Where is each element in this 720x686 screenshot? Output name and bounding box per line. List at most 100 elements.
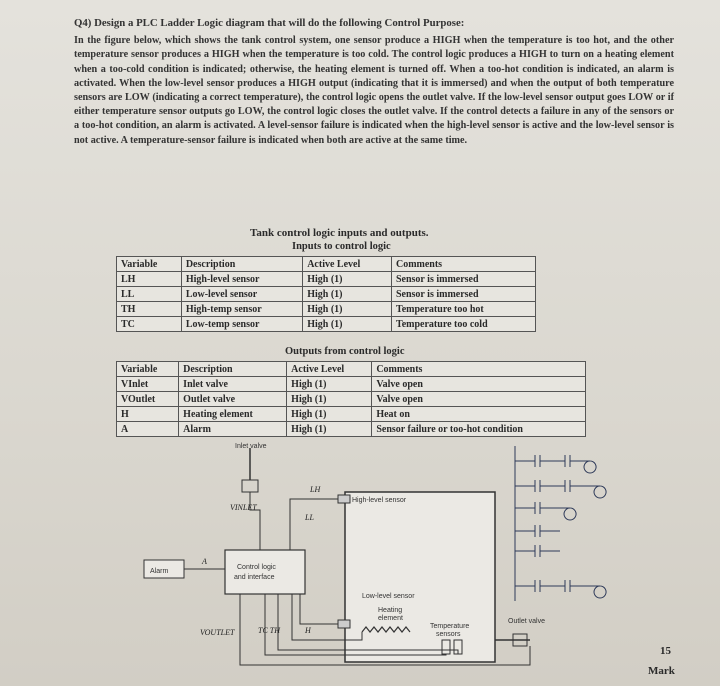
table-row: TC Low-temp sensor High (1) Temperature …	[116, 316, 537, 332]
comment-cell: Valve open	[371, 391, 586, 407]
comment-cell: Valve open	[371, 376, 586, 392]
outlet-valve-icon	[512, 633, 528, 647]
high-level-sensor-icon	[337, 494, 351, 504]
variable-cell: LL	[116, 286, 182, 302]
vinlet-wire	[249, 492, 261, 550]
comment-cell: Sensor failure or too-hot condition	[371, 421, 586, 437]
tank-system-diagram: Inlet valve High-level sensor LH Low-lev…	[143, 443, 545, 666]
description-cell: Low-temp sensor	[180, 316, 304, 332]
description-cell: Alarm	[178, 421, 288, 437]
temperature-sensors-label-2: sensors	[436, 631, 461, 638]
table-caption: Tank control logic inputs and outputs.	[250, 227, 429, 239]
inputs-title: Inputs to control logic	[292, 241, 391, 252]
vinlet-label: VINLET	[230, 503, 257, 512]
outputs-title: Outputs from control logic	[285, 346, 405, 357]
description-cell: Inlet valve	[178, 376, 288, 392]
lh-signal-label: LH	[309, 485, 321, 494]
variable-cell: TH	[116, 301, 182, 317]
outlet-valve-label: Outlet valve	[508, 618, 545, 625]
variable-cell: A	[115, 421, 180, 437]
temperature-sensors-label-1: Temperature	[430, 623, 469, 630]
variable-cell: H	[115, 406, 180, 422]
header-cell: Comments	[371, 361, 586, 377]
tank	[344, 491, 496, 663]
level-cell: High (1)	[286, 421, 373, 437]
level-cell: High (1)	[302, 286, 392, 302]
description-cell: Heating element	[178, 406, 288, 422]
table-row: LL Low-level sensor High (1) Sensor is i…	[116, 286, 537, 302]
control-logic-box	[224, 549, 306, 595]
inlet-valve-label: Inlet valve	[235, 443, 267, 450]
tc-wire	[264, 594, 447, 656]
question-block: Q4) Design a PLC Ladder Logic diagram th…	[74, 16, 674, 148]
level-cell: High (1)	[286, 376, 373, 392]
comment-cell: Heat on	[371, 406, 586, 422]
header-cell: Comments	[390, 256, 537, 272]
level-cell: High (1)	[302, 271, 392, 287]
description-cell: Low-level sensor	[180, 286, 304, 302]
alarm-label: Alarm	[150, 568, 168, 575]
tc-th-label: TC TH	[258, 626, 281, 635]
description-cell: High-level sensor	[180, 271, 304, 287]
mark-label: Mark	[648, 665, 675, 677]
inputs-table: Variable Description Active Level Commen…	[116, 256, 537, 332]
th-wire	[277, 594, 459, 654]
level-cell: High (1)	[302, 301, 392, 317]
handwritten-ladder-sketch	[514, 446, 607, 601]
voutlet-wire	[239, 594, 531, 666]
table-row: LH High-level sensor High (1) Sensor is …	[116, 271, 537, 287]
table-row: H Heating element High (1) Heat on	[115, 406, 586, 422]
inlet-valve-icon	[241, 479, 259, 493]
control-logic-label-2: and interface	[234, 574, 275, 581]
table-row: VInlet Inlet valve High (1) Valve open	[115, 376, 586, 392]
ladder-rung	[515, 502, 577, 521]
control-logic-label-1: Control logic	[237, 564, 276, 571]
comment-cell: Sensor is immersed	[390, 271, 537, 287]
h-wire	[291, 594, 363, 641]
comment-cell: Temperature too cold	[390, 316, 537, 332]
ladder-rung	[515, 525, 560, 537]
high-level-sensor-label: High-level sensor	[352, 497, 407, 504]
low-level-sensor-icon	[337, 619, 351, 629]
table-row: A Alarm High (1) Sensor failure or too-h…	[115, 421, 586, 437]
header-cell: Description	[178, 361, 288, 377]
comment-cell: Temperature too hot	[390, 301, 537, 317]
header-cell: Variable	[116, 256, 182, 272]
table-header-row: Variable Description Active Level Commen…	[116, 256, 537, 272]
outputs-table: Variable Description Active Level Commen…	[115, 361, 586, 437]
a-signal-label: A	[201, 557, 207, 566]
mark-number: 15	[660, 645, 671, 657]
heating-element-label-1: Heating	[378, 607, 402, 614]
variable-cell: LH	[116, 271, 182, 287]
table-header-row: Variable Description Active Level Commen…	[115, 361, 586, 377]
table-row: VOutlet Outlet valve High (1) Valve open	[115, 391, 586, 407]
voutlet-label: VOUTLET	[200, 628, 235, 637]
heating-element-label-2: element	[378, 615, 403, 622]
header-cell: Description	[180, 256, 304, 272]
level-cell: High (1)	[302, 316, 392, 332]
description-cell: High-temp sensor	[180, 301, 304, 317]
heating-coil-icon	[361, 626, 411, 633]
ladder-rung	[515, 480, 607, 499]
ladder-rung	[515, 580, 607, 599]
description-cell: Outlet valve	[178, 391, 288, 407]
ll-signal-label: LL	[304, 513, 314, 522]
variable-cell: TC	[116, 316, 182, 332]
level-cell: High (1)	[286, 391, 373, 407]
variable-cell: VOutlet	[115, 391, 180, 407]
ladder-rung	[515, 455, 597, 474]
low-level-sensor-label: Low-level sensor	[362, 593, 415, 600]
h-signal-label: H	[304, 626, 312, 635]
comment-cell: Sensor is immersed	[390, 286, 537, 302]
question-title: Q4) Design a PLC Ladder Logic diagram th…	[74, 17, 465, 29]
variable-cell: VInlet	[115, 376, 180, 392]
header-cell: Active Level	[302, 256, 392, 272]
table-row: TH High-temp sensor High (1) Temperature…	[116, 301, 537, 317]
question-paragraph: In the figure below, which shows the tan…	[74, 35, 674, 146]
lh-wire	[289, 498, 338, 550]
ladder-rung	[515, 545, 560, 557]
ll-wire	[299, 594, 338, 625]
header-cell: Variable	[115, 361, 180, 377]
level-cell: High (1)	[286, 406, 373, 422]
